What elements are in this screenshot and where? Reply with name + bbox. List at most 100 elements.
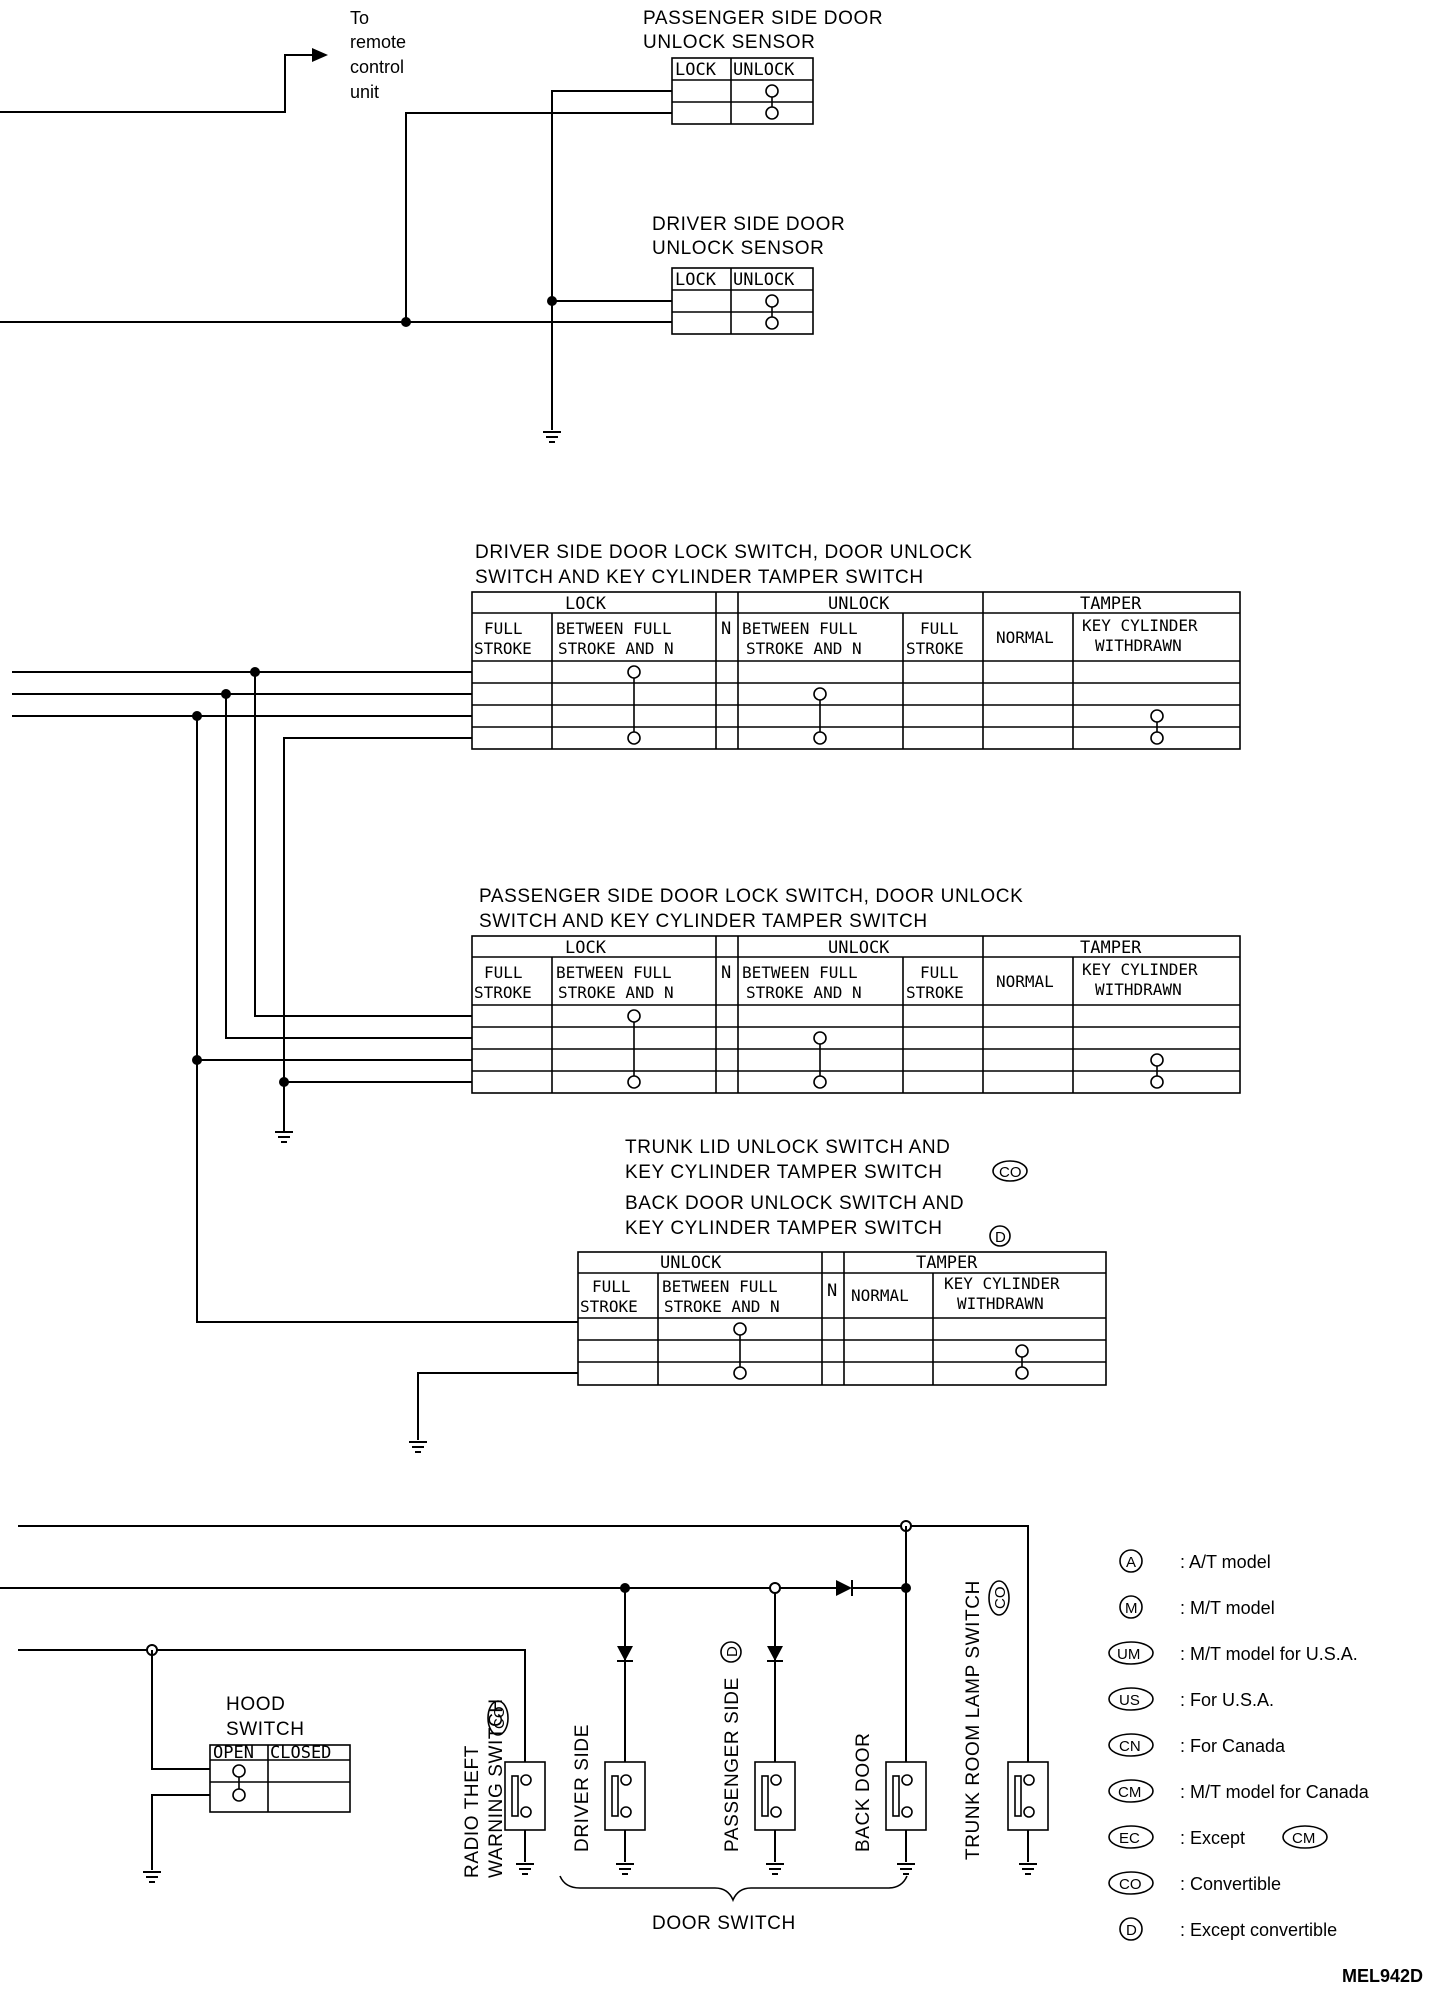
lock-switch-wiring: [12, 667, 578, 1323]
pass-unlock-full-1: FULL: [920, 963, 959, 982]
drv-lock-between-1: BETWEEN FULL: [556, 619, 672, 638]
legend-code-ec: EC: [1119, 1830, 1140, 1847]
drv-lock-switch-title-2: SWITCH AND KEY CYLINDER TAMPER SWITCH: [475, 567, 924, 588]
pass-hdr-n: N: [721, 963, 731, 983]
pass-hdr-unlock: UNLOCK: [828, 938, 890, 958]
drv-unlock-full-2: STROKE: [906, 639, 964, 658]
hood-col-closed: CLOSED: [270, 1743, 331, 1763]
drv-unlock-between-2: STROKE AND N: [746, 639, 862, 658]
pass-unlock-sensor-title-1: PASSENGER SIDE DOOR: [643, 8, 883, 29]
d-badge-trunk: D: [989, 1225, 1011, 1247]
pass-unlock-sensor-table: [671, 57, 814, 125]
drv-tamper-normal: NORMAL: [996, 628, 1054, 647]
legend-text-um: : M/T model for U.S.A.: [1180, 1644, 1358, 1664]
remote-label-2: remote: [350, 32, 406, 52]
remote-label-3: control: [350, 57, 404, 77]
trunk-full-1: FULL: [592, 1277, 631, 1296]
radio-theft-label: RADIO THEFT WARNING SWITCH: [462, 1698, 507, 1878]
drv-lock-full-2: STROKE: [474, 639, 532, 658]
remote-control-arrow: [0, 48, 328, 113]
door-switch-label: DOOR SWITCH: [652, 1913, 796, 1934]
top-wiring: [0, 90, 672, 443]
trunk-hdr-unlock: UNLOCK: [660, 1253, 722, 1273]
legend-code-d: D: [1126, 1922, 1137, 1939]
trunk-switch-title-2: KEY CYLINDER TAMPER SWITCH: [625, 1162, 943, 1183]
hood-switch-title-1: HOOD: [226, 1694, 285, 1715]
legend-item-cn: CN : For Canada: [1108, 1733, 1286, 1757]
drv-lock-switch-title-1: DRIVER SIDE DOOR LOCK SWITCH, DOOR UNLOC…: [475, 542, 973, 563]
co-badge-trunk-room-text: CO: [992, 1587, 1009, 1610]
pass-tamper-keycyl-1: KEY CYLINDER: [1082, 960, 1198, 979]
back-door-switch-symbol: [885, 1761, 927, 1875]
legend-text-d: : Except convertible: [1180, 1920, 1337, 1940]
radio-theft-switch-symbol: [504, 1761, 546, 1875]
legend-code-cn: CN: [1119, 1738, 1141, 1755]
legend-text-us: : For U.S.A.: [1180, 1690, 1274, 1710]
drv-lock-between-2: STROKE AND N: [558, 639, 674, 658]
pass-sensor-col-unlock: UNLOCK: [733, 60, 795, 80]
drv-unlock-sensor-table: [671, 267, 814, 335]
legend-item-um: UM : M/T model for U.S.A.: [1108, 1641, 1358, 1665]
drv-lock-switch-table: [471, 591, 1241, 750]
pass-unlock-full-2: STROKE: [906, 983, 964, 1002]
hood-col-open: OPEN: [213, 1743, 254, 1763]
diagram-reference-code: MEL942D: [1342, 1966, 1423, 1986]
legend-code-m: M: [1125, 1600, 1138, 1617]
drv-unlock-sensor-title-1: DRIVER SIDE DOOR: [652, 214, 845, 235]
legend-text-a: : A/T model: [1180, 1552, 1271, 1572]
drv-sensor-col-unlock: UNLOCK: [733, 270, 795, 290]
back-door-label: BACK DOOR: [853, 1733, 874, 1852]
legend-item-ec: EC : Except CM: [1108, 1825, 1328, 1849]
trunk-room-lamp-switch-symbol: [1007, 1761, 1049, 1875]
legend-item-m: M : M/T model: [1119, 1595, 1275, 1619]
trunk-room-lamp-label: TRUNK ROOM LAMP SWITCH: [963, 1580, 984, 1860]
legend-text-cn: : For Canada: [1180, 1736, 1286, 1756]
legend-item-a: A : A/T model: [1119, 1549, 1271, 1573]
passenger-side-label: PASSENGER SIDE: [722, 1677, 743, 1852]
legend-text-co: : Convertible: [1180, 1874, 1281, 1894]
legend-text-m: : M/T model: [1180, 1598, 1275, 1618]
door-switch-wiring: [0, 1520, 1029, 1883]
legend-item-co: CO : Convertible: [1108, 1871, 1281, 1895]
trunk-hdr-n: N: [827, 1281, 837, 1301]
drv-unlock-sensor-title-2: UNLOCK SENSOR: [652, 238, 825, 259]
trunk-between-2: STROKE AND N: [664, 1297, 780, 1316]
pass-tamper-keycyl-2: WITHDRAWN: [1095, 980, 1182, 999]
legend-code-a: A: [1126, 1554, 1136, 1571]
drv-lock-full-1: FULL: [484, 619, 523, 638]
trunk-tamper-normal: NORMAL: [851, 1286, 909, 1305]
co-badge-trunk-text: CO: [999, 1164, 1022, 1181]
co-badge-trunk: CO: [992, 1160, 1028, 1182]
co-badge-radio-text: CO: [491, 1707, 508, 1730]
legend-code-us: US: [1119, 1692, 1140, 1709]
pass-lock-switch-table: [471, 935, 1241, 1094]
pass-lock-switch-title-2: SWITCH AND KEY CYLINDER TAMPER SWITCH: [479, 911, 928, 932]
remote-label-4: unit: [350, 82, 379, 102]
driver-door-switch-symbol: [604, 1761, 646, 1875]
co-badge-trunk-room: CO: [988, 1580, 1010, 1616]
legend-item-d: D : Except convertible: [1119, 1917, 1337, 1941]
legend-text-cm: : M/T model for Canada: [1180, 1782, 1370, 1802]
hood-switch-table: [209, 1744, 351, 1813]
trunk-switch-title-4: KEY CYLINDER TAMPER SWITCH: [625, 1218, 943, 1239]
drv-hdr-tamper: TAMPER: [1080, 594, 1142, 614]
pass-lock-full-2: STROKE: [474, 983, 532, 1002]
drv-unlock-between-1: BETWEEN FULL: [742, 619, 858, 638]
pass-tamper-normal: NORMAL: [996, 972, 1054, 991]
pass-unlock-between-1: BETWEEN FULL: [742, 963, 858, 982]
drv-tamper-keycyl-1: KEY CYLINDER: [1082, 616, 1198, 635]
door-switch-brace: [559, 1875, 908, 1903]
trunk-switch-title-3: BACK DOOR UNLOCK SWITCH AND: [625, 1193, 964, 1214]
drv-unlock-full-1: FULL: [920, 619, 959, 638]
pass-hdr-lock: LOCK: [565, 938, 607, 958]
trunk-tamper-keycyl-1: KEY CYLINDER: [944, 1274, 1060, 1293]
pass-lock-full-1: FULL: [484, 963, 523, 982]
d-badge-trunk-text: D: [995, 1229, 1006, 1246]
drv-hdr-n: N: [721, 619, 731, 639]
trunk-between-1: BETWEEN FULL: [662, 1277, 778, 1296]
trunk-switch-table: [577, 1251, 1107, 1386]
trunk-full-2: STROKE: [580, 1297, 638, 1316]
pass-lock-between-1: BETWEEN FULL: [556, 963, 672, 982]
pass-unlock-sensor-title-2: UNLOCK SENSOR: [643, 32, 816, 53]
